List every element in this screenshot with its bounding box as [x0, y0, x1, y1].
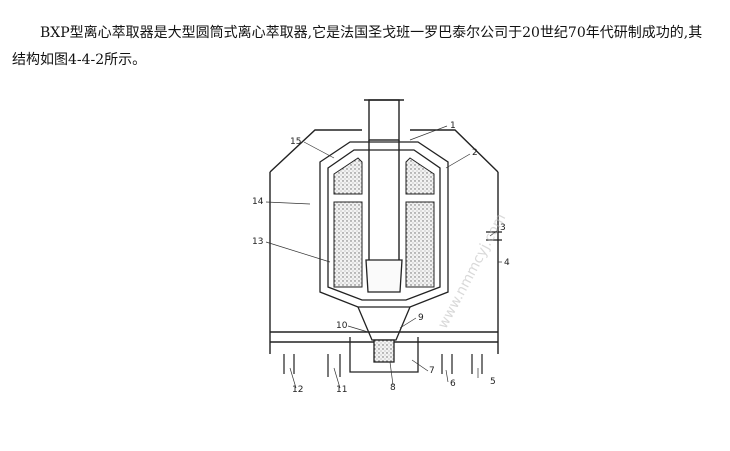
callout-3: 3 — [500, 223, 506, 233]
left-packing — [333, 201, 363, 288]
central-shaft — [364, 99, 404, 260]
callout-14: 14 — [252, 197, 264, 207]
outer-casing — [269, 129, 499, 354]
bottom-assembly — [349, 259, 419, 373]
outlet-pipes — [283, 231, 502, 377]
callout-8: 8 — [390, 383, 396, 393]
left-upper-packing — [333, 157, 363, 195]
callout-12: 12 — [292, 385, 303, 395]
callout-1: 1 — [450, 121, 456, 131]
callout-6: 6 — [450, 379, 456, 389]
right-upper-packing — [405, 157, 435, 195]
callout-10: 10 — [336, 321, 348, 331]
callout-7: 7 — [429, 366, 435, 376]
extractor-structure-figure: 1 2 3 4 5 6 7 8 9 10 11 12 13 14 15 www.… — [250, 92, 520, 404]
rotating-drum — [319, 141, 449, 308]
callout-5: 5 — [490, 377, 496, 387]
body-paragraph: BXP型离心萃取器是大型圆筒式离心萃取器,它是法国圣戈班一罗巴泰尔公司于20世纪… — [12, 25, 703, 68]
callout-9: 9 — [418, 313, 424, 323]
callout-11: 11 — [336, 385, 347, 395]
leader-lines — [265, 125, 502, 389]
callout-13: 13 — [252, 237, 263, 247]
callout-2: 2 — [472, 148, 478, 158]
callout-15: 15 — [290, 137, 301, 147]
callout-4: 4 — [504, 258, 510, 268]
callout-labels: 1 2 3 4 5 6 7 8 9 10 11 12 13 14 15 — [252, 121, 510, 395]
right-packing — [405, 201, 435, 288]
